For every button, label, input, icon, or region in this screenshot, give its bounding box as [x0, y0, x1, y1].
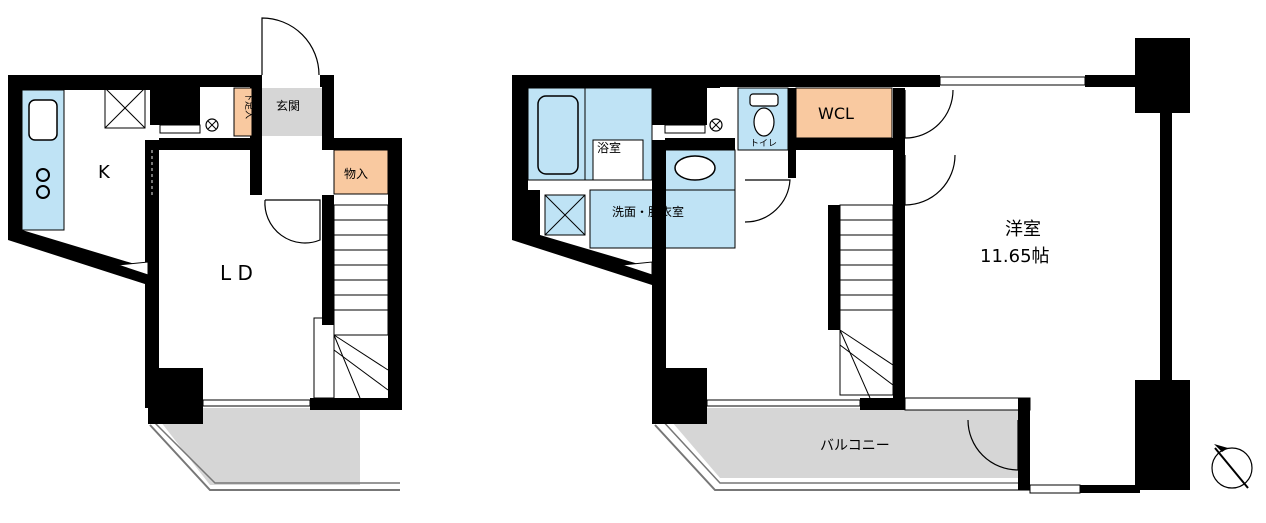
sink-icon [159, 124, 201, 134]
floor2-column-bottom-right [1135, 380, 1190, 490]
bedroom-size: 11.65帖 [980, 246, 1050, 267]
entrance-floor [262, 88, 322, 136]
floor2-wall-top [660, 75, 940, 87]
floor2-wall-bath-block [652, 75, 707, 125]
floor2-window-mark [621, 261, 653, 276]
floor2-wall-bottom-mid [860, 398, 905, 410]
floor2-window-bottom [706, 399, 861, 407]
toilet-icon [753, 107, 775, 137]
floor2-wall-right [1160, 110, 1172, 390]
floor1-balcony-rail-2 [149, 417, 400, 484]
floor1-wall-inner-top [159, 138, 259, 150]
floor1-balcony-rail [149, 424, 400, 491]
floor1-wall-kitchen-top [150, 75, 200, 125]
living-dining-label: L D [220, 261, 253, 285]
vertical-storage-label: 下足入 [243, 92, 254, 119]
floor2-window-top [939, 76, 1086, 86]
vertical-storage [233, 87, 253, 137]
burner-1-icon [36, 168, 50, 182]
floor1-window-bottom [202, 399, 311, 407]
fridge-cross-2 [104, 87, 146, 129]
floor1-wall-stair-left [322, 195, 334, 325]
kitchen-label: K [98, 162, 111, 183]
floor2-wall-wcl-bottom [796, 138, 901, 150]
floor1-stairs [313, 204, 389, 399]
stove-icon [28, 99, 58, 141]
floor2-wall-inner-top [665, 138, 735, 150]
ld-door-swing-icon [264, 199, 321, 244]
storage-label: 物入 [344, 167, 368, 181]
storage-box [333, 149, 389, 195]
f2-drain-x2 [711, 120, 721, 130]
washroom-door-swing-icon [744, 179, 791, 223]
bathtub-icon [537, 95, 579, 175]
floor1-column [148, 368, 203, 424]
wash-basin-icon [674, 155, 716, 181]
floor2-window-bottom-right [1029, 484, 1081, 494]
bath-label: 浴室 [597, 140, 621, 155]
floor1-wall-entrance-right [322, 75, 334, 145]
floor2-wall-hall-right [893, 88, 905, 408]
floor2-wall-balcony-right [1018, 398, 1030, 490]
floor2-stairs [839, 204, 894, 399]
bedroom-label: 洋室 [1005, 219, 1041, 240]
floor1-wall-storage-top [322, 138, 402, 150]
floor2-wall-bottom-right [1080, 485, 1140, 493]
floor2-wall-stair-left [828, 205, 840, 330]
washroom-label: 洗面・脱衣室 [612, 204, 684, 219]
wcl-label: WCL [818, 104, 854, 123]
floor1-wall-entrance-top [200, 75, 260, 87]
floor2-wall-top-right [1085, 75, 1145, 87]
floor2-wall-divider [652, 140, 666, 408]
bedroom-door-swing-icon [904, 154, 956, 206]
balcony-label: バルコニー [820, 438, 890, 454]
floor2-balcony-rail-2 [659, 417, 1025, 484]
entrance-label: 玄関 [276, 98, 300, 113]
floor-2: 浴室 トイレ 洗面・脱衣室 WCL 洋室 11.65帖 バルコニー [512, 38, 1190, 494]
floor2-wall-bedroom-bottom [904, 397, 1031, 411]
floor1-wall-right [388, 138, 402, 410]
wm-x2 [544, 194, 586, 236]
floor2-balcony [660, 408, 1025, 478]
wcl-area [795, 87, 893, 139]
floor2-wall-toilet-right [788, 88, 796, 178]
bath-white [592, 139, 644, 181]
north-arrow-icon [1211, 444, 1253, 489]
entrance-door-swing-icon [261, 17, 320, 76]
floor1-balcony [150, 408, 360, 485]
floor1-wall-entrance-left [250, 75, 262, 195]
floor1-wall-bottom-right [310, 398, 402, 410]
drain-x2 [207, 120, 217, 130]
floor-1: K L D 玄関 物入 下足入 [8, 17, 402, 491]
burner-2-icon [36, 185, 50, 199]
wcl-door-swing-icon [904, 89, 954, 139]
floor2-sink-icon [664, 124, 706, 134]
balcony-door-swing-icon [967, 419, 1019, 471]
floor2-column-bottom-left [652, 368, 707, 424]
toilet-tank-icon [749, 93, 779, 107]
toilet-label: トイレ [750, 139, 777, 149]
floor2-balcony-rail [654, 424, 1030, 491]
floor1-window-mark [117, 261, 149, 276]
floor1-wall-divider [145, 140, 159, 408]
floor2-column-top-right [1135, 38, 1190, 113]
